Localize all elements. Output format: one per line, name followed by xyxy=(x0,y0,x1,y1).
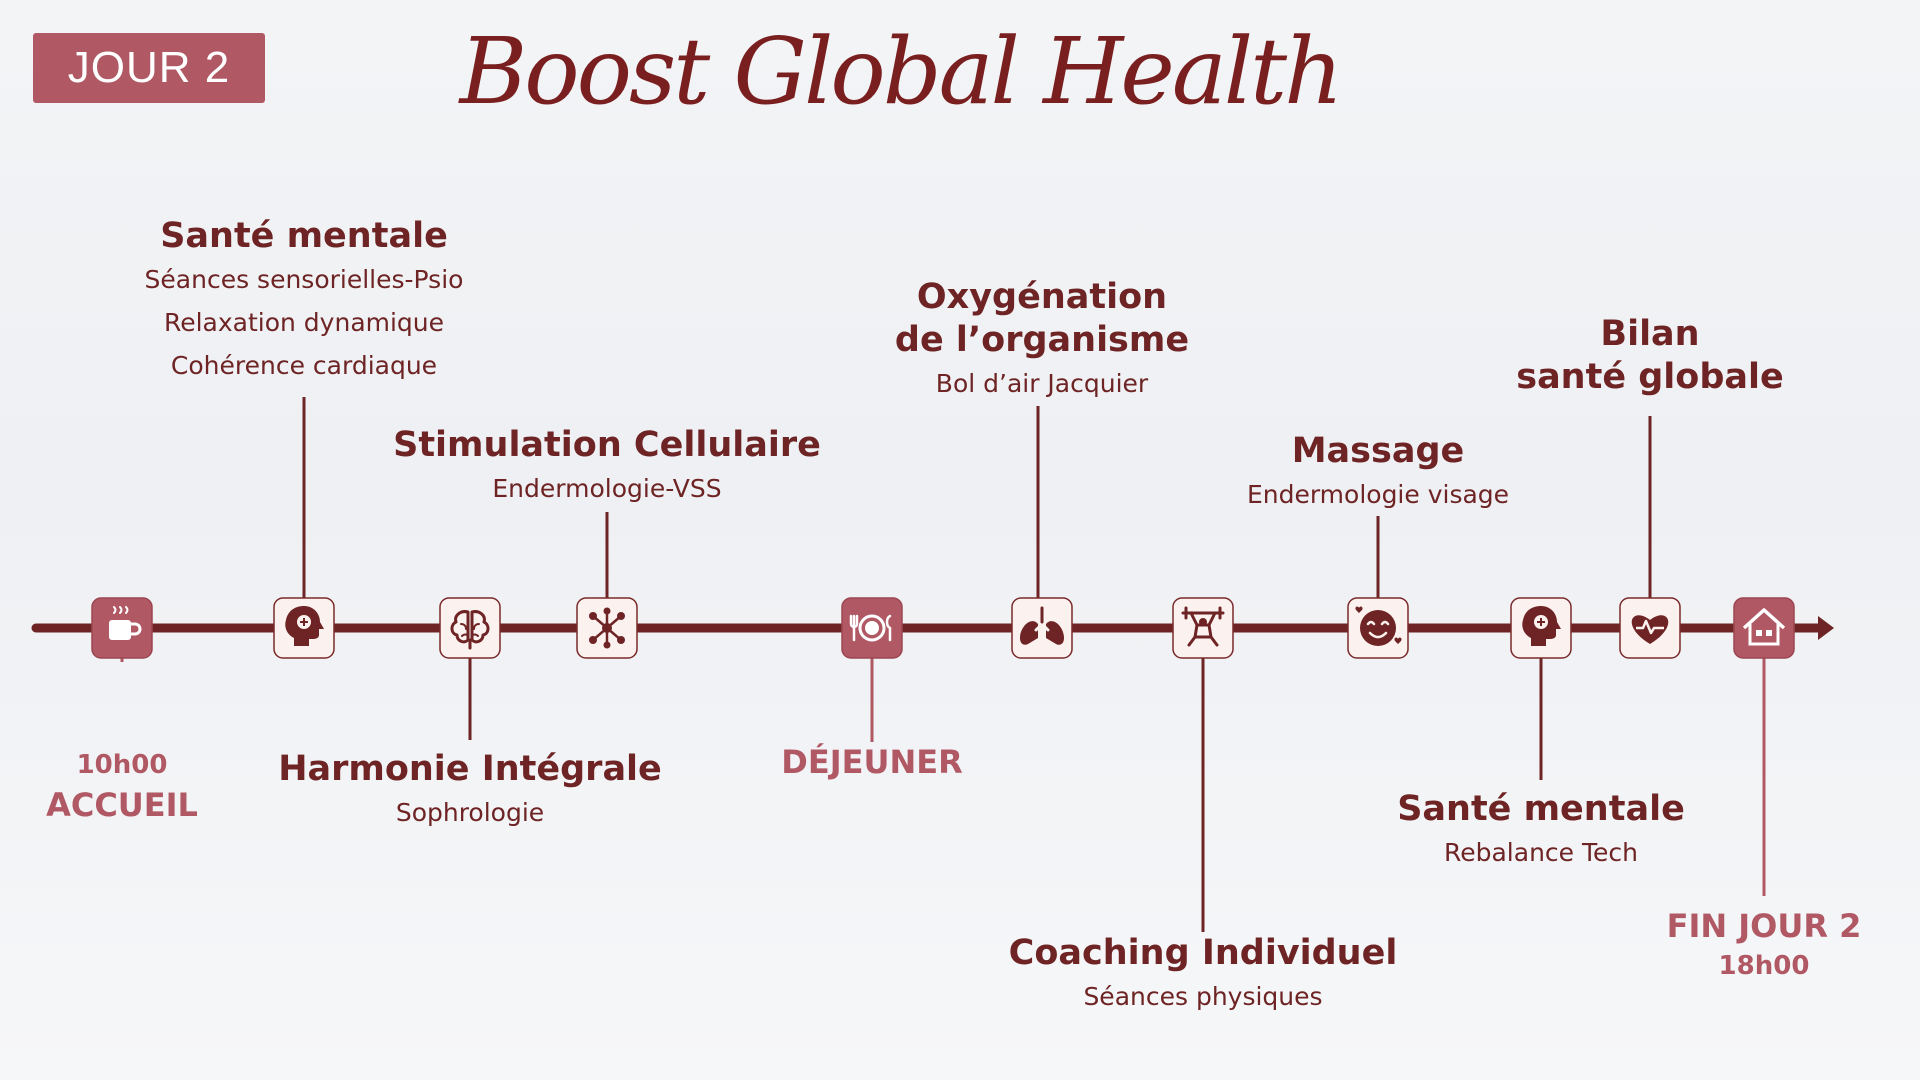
icon-tile xyxy=(1733,597,1795,659)
milestone-detail: Séances sensorielles-Psio xyxy=(144,265,464,294)
milestone-heading: Harmonie Intégrale xyxy=(278,749,662,789)
head-brain-icon xyxy=(1510,597,1572,659)
coffee-icon xyxy=(91,597,153,659)
milestone-detail: Cohérence cardiaque xyxy=(170,351,438,380)
heart-pulse-icon xyxy=(1619,597,1681,659)
milestone-detail: Séances physiques xyxy=(1083,982,1323,1011)
weightlifter-icon xyxy=(1172,597,1234,659)
cells-network-icon xyxy=(576,597,638,659)
milestone-heading: Oxygénation xyxy=(916,277,1168,317)
smiling-face-icon xyxy=(1347,597,1409,659)
head-brain-icon xyxy=(273,597,335,659)
milestone-detail: Endermologie-VSS xyxy=(492,474,722,503)
milestone-heading: FIN JOUR 2 xyxy=(1666,907,1862,945)
milestone-time: 10h00 xyxy=(76,750,168,780)
dining-icon xyxy=(841,597,903,659)
milestone-detail: Bol d’air Jacquier xyxy=(935,369,1149,398)
milestone-heading: de l’organisme xyxy=(894,320,1190,360)
milestone-detail: Endermologie visage xyxy=(1246,480,1510,509)
milestone-label: FIN JOUR 2 18h00 xyxy=(1667,906,1862,986)
milestone-time: 18h00 xyxy=(1718,951,1810,981)
icon-tile xyxy=(1172,597,1234,659)
milestone-heading: Santé mentale xyxy=(160,216,448,256)
milestone-label: DÉJEUNER xyxy=(781,742,962,782)
page-title: Boost Global Health xyxy=(459,18,1344,125)
milestone-heading: Santé mentale xyxy=(1397,789,1685,829)
milestone-heading: DÉJEUNER xyxy=(781,743,963,781)
milestone-heading: santé globale xyxy=(1516,357,1784,397)
milestone-heading: Stimulation Cellulaire xyxy=(393,425,821,465)
milestone-heading: Bilan xyxy=(1600,314,1700,354)
home-icon xyxy=(1733,597,1795,659)
milestone-heading: Massage xyxy=(1291,431,1465,471)
milestone-detail: Sophrologie xyxy=(395,798,545,827)
milestone-heading: ACCUEIL xyxy=(46,786,198,824)
icon-tile xyxy=(439,597,501,659)
milestone-detail: Relaxation dynamique xyxy=(163,308,445,337)
brain-icon xyxy=(439,597,501,659)
day-badge: JOUR 2 xyxy=(33,33,265,103)
lungs-icon xyxy=(1011,597,1073,659)
milestone-heading: Coaching Individuel xyxy=(1008,933,1398,973)
timeline-arrow xyxy=(1818,616,1834,640)
milestone-detail: Rebalance Tech xyxy=(1443,838,1638,867)
